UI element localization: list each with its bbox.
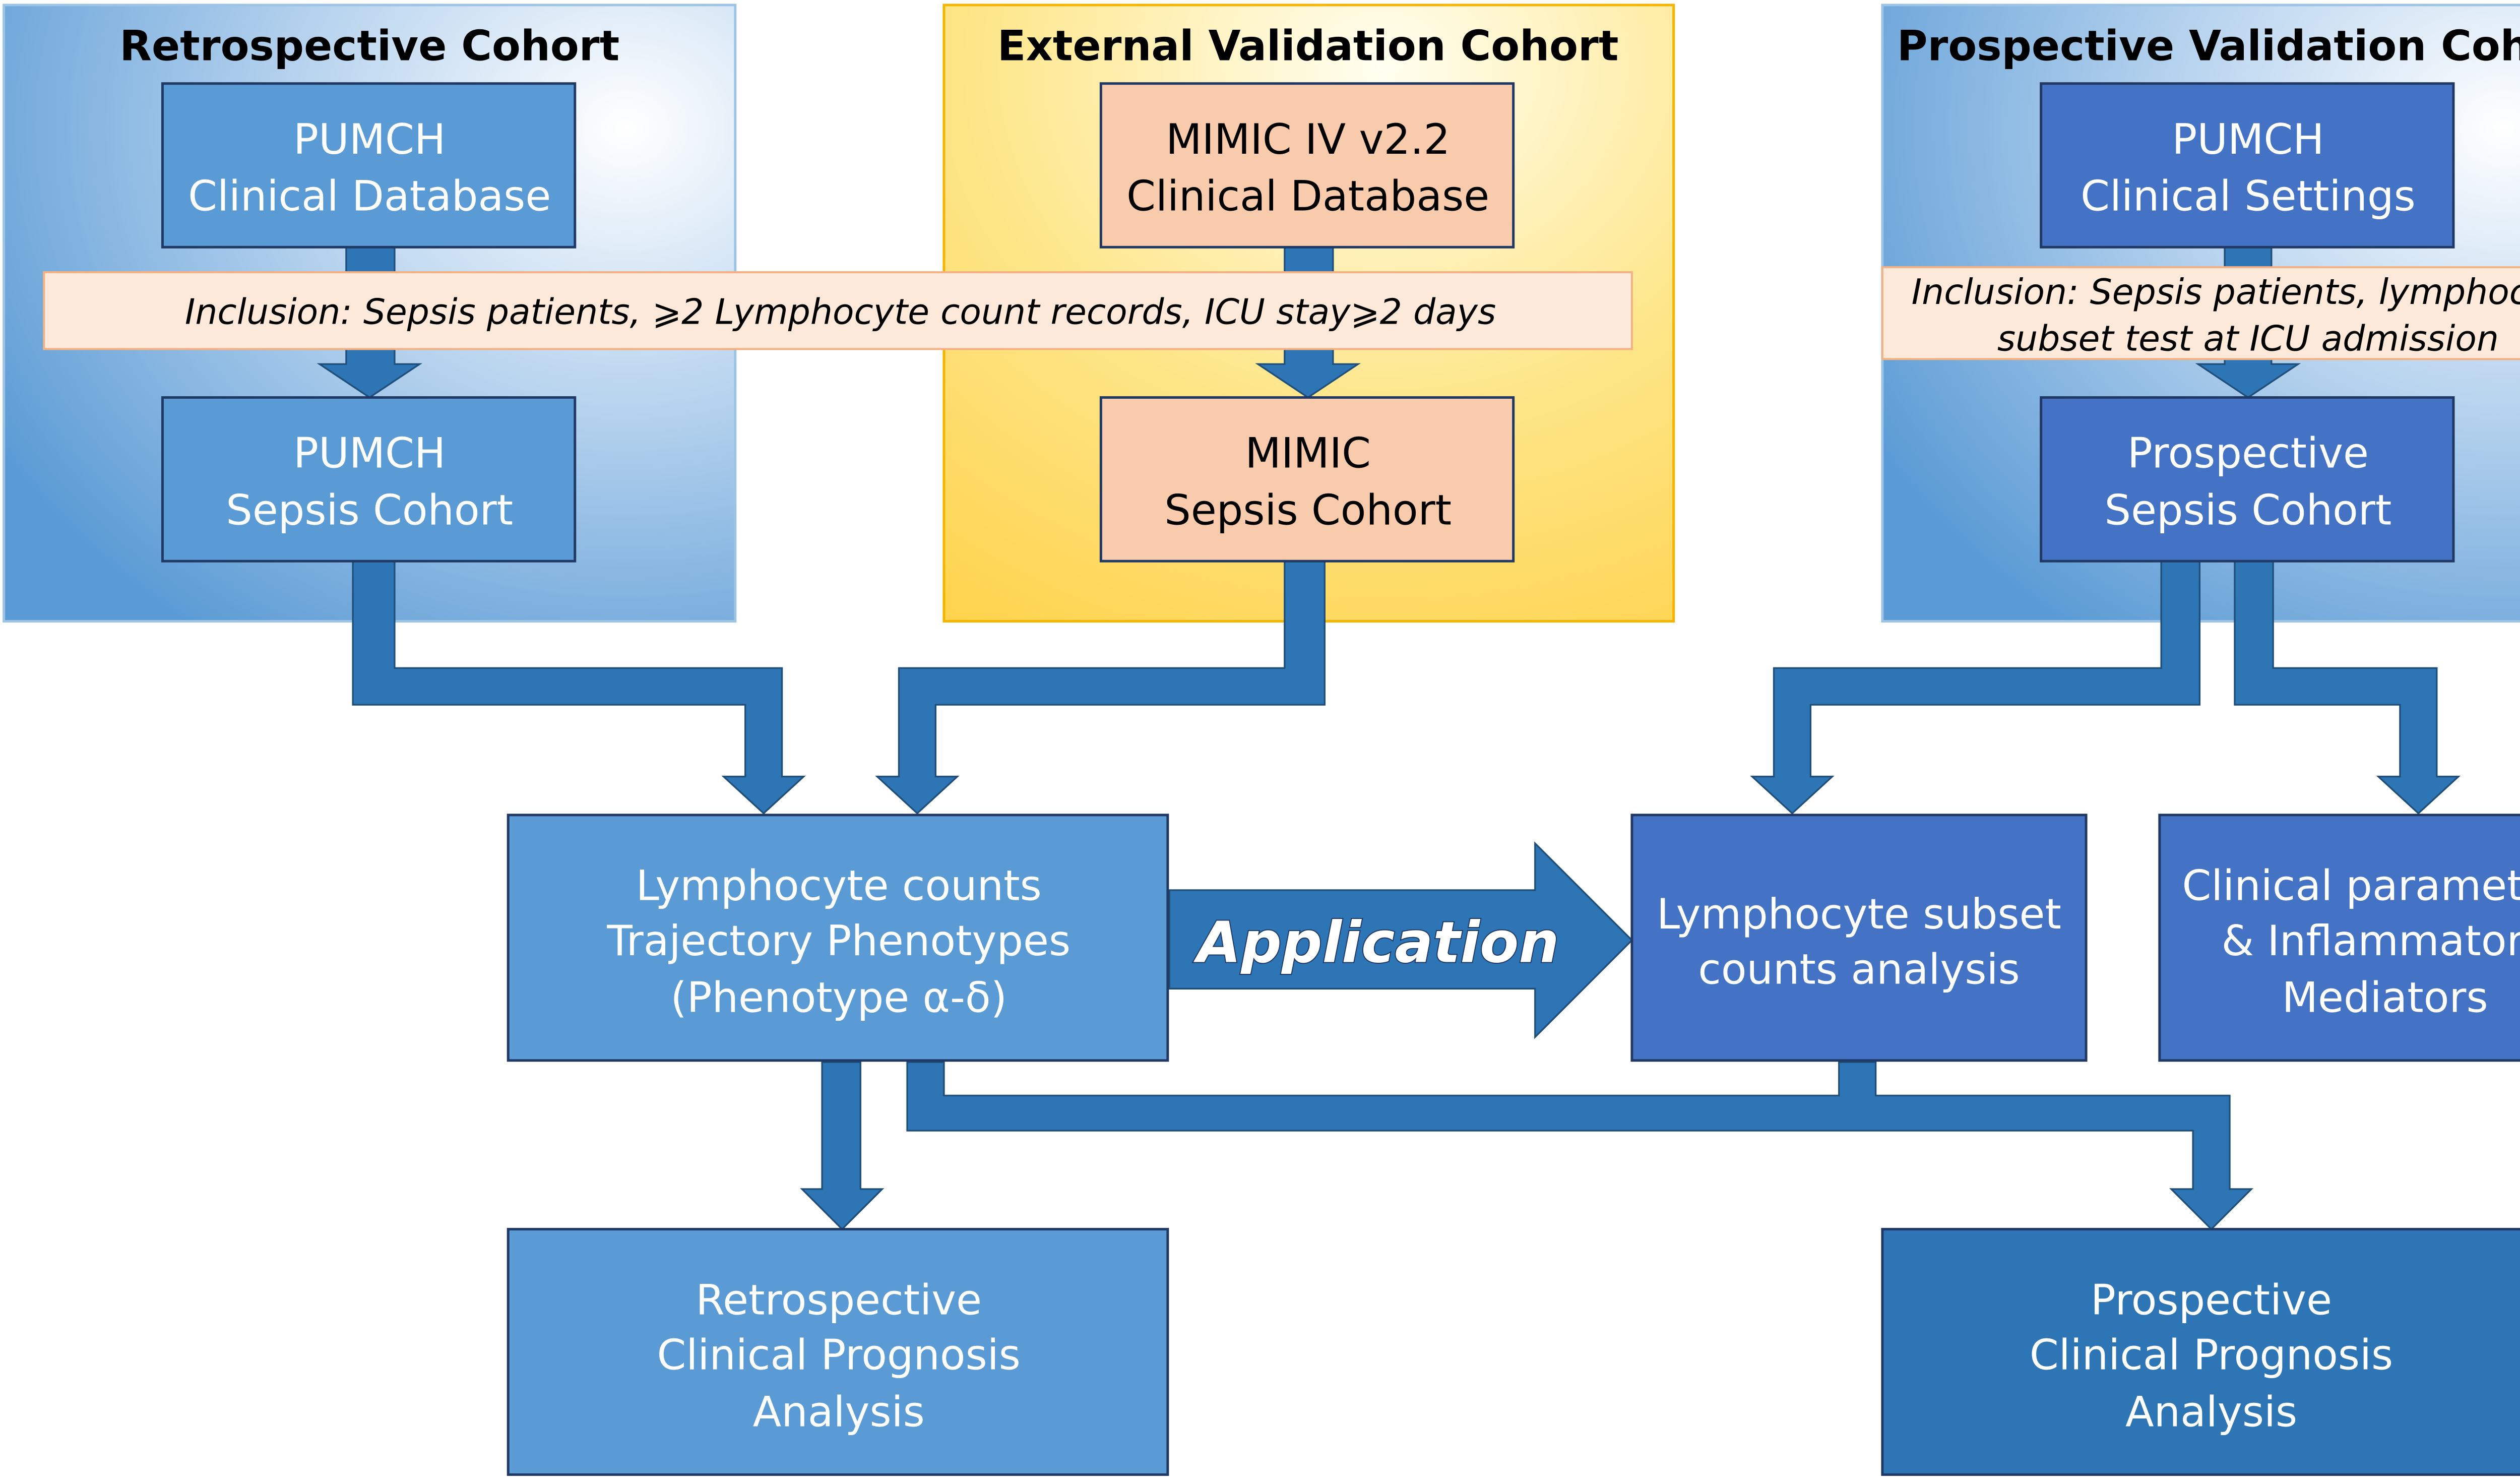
phenotypes-line1: Lymphocyte counts [636, 861, 1042, 910]
clinical-line2: & Inflammatory [2222, 916, 2520, 965]
mimic-cohort-line1: MIMIC [1245, 429, 1371, 478]
clinical-line1: Clinical parameters [2182, 861, 2520, 910]
mimic-sepsis-cohort-box [1099, 396, 1515, 563]
arrow-prospective-to-subset [1750, 560, 2201, 815]
clinical-parameters-box [2158, 814, 2520, 1062]
pumch-cohort-line2: Sepsis Cohort [226, 485, 513, 534]
pumch-settings-line1: PUMCH [2172, 115, 2324, 164]
retrospective-title: Retrospective Cohort [119, 21, 619, 70]
prospective-title: Prospective Validation Cohort [1897, 21, 2520, 70]
subset-line2: counts analysis [1698, 945, 2020, 994]
mimic-db-line2: Clinical Database [1126, 171, 1489, 220]
arrow-to-prospective-prognosis [906, 1061, 2254, 1230]
pumch-cohort-line1: PUMCH [293, 429, 446, 478]
prospective-cohort-line2: Sepsis Cohort [2105, 485, 2392, 534]
external-validation-title: External Validation Cohort [997, 21, 1619, 70]
prosp-prognosis-line1: Prospective [2091, 1275, 2332, 1324]
arrow-mimic-cohort-to-phenotypes [875, 560, 1326, 815]
prospective-sepsis-cohort-box [2040, 396, 2455, 563]
clinical-line3: Mediators [2282, 973, 2488, 1022]
prospective-prognosis-box [1881, 1227, 2520, 1476]
inclusion-prospective-line1: Inclusion: Sepsis patients, lymphocyte [1912, 272, 2520, 313]
prosp-prognosis-line3: Analysis [2125, 1387, 2297, 1436]
application-arrow [1168, 841, 1633, 1039]
prosp-prognosis-line2: Clinical Prognosis [2030, 1331, 2393, 1380]
pumch-sepsis-cohort-box [161, 396, 577, 563]
retrospective-prognosis-box [507, 1227, 1169, 1476]
arrow-prospective-to-clinical [2234, 560, 2461, 815]
subset-line1: Lymphocyte subset [1657, 890, 2061, 939]
trajectory-phenotypes-box [507, 814, 1169, 1062]
pumch-clinical-database-box [161, 82, 577, 249]
application-label: Application [1193, 909, 1559, 975]
inclusion-bar-prospective [1881, 266, 2520, 360]
arrow-retro-cohort-to-phenotypes [352, 560, 806, 815]
phenotypes-line3: (Phenotype α-δ) [670, 973, 1007, 1022]
lymphocyte-subset-box [1630, 814, 2088, 1062]
inclusion-bar-retro-external [43, 271, 1633, 350]
pumch-settings-line2: Clinical Settings [2081, 171, 2416, 220]
pumch-db-line2: Clinical Database [188, 171, 551, 220]
mimic-clinical-database-box [1099, 82, 1515, 249]
pumch-clinical-settings-box [2040, 82, 2455, 249]
mimic-db-line1: MIMIC IV v2.2 [1166, 115, 1450, 164]
retro-prognosis-line1: Retrospective [696, 1275, 982, 1324]
phenotypes-line2: Trajectory Phenotypes [606, 916, 1070, 965]
prospective-cohort-line1: Prospective [2127, 429, 2369, 478]
inclusion-prospective-line2: subset test at ICU admission [1997, 319, 2499, 359]
mimic-cohort-line2: Sepsis Cohort [1164, 485, 1452, 534]
pumch-db-line1: PUMCH [293, 115, 446, 164]
retro-prognosis-line3: Analysis [753, 1387, 925, 1436]
arrow-phenotypes-to-retro-prognosis [800, 1061, 885, 1230]
inclusion-retro-external-text: Inclusion: Sepsis patients, ⩾2 Lymphocyt… [185, 292, 1496, 333]
retro-prognosis-line2: Clinical Prognosis [657, 1331, 1021, 1380]
